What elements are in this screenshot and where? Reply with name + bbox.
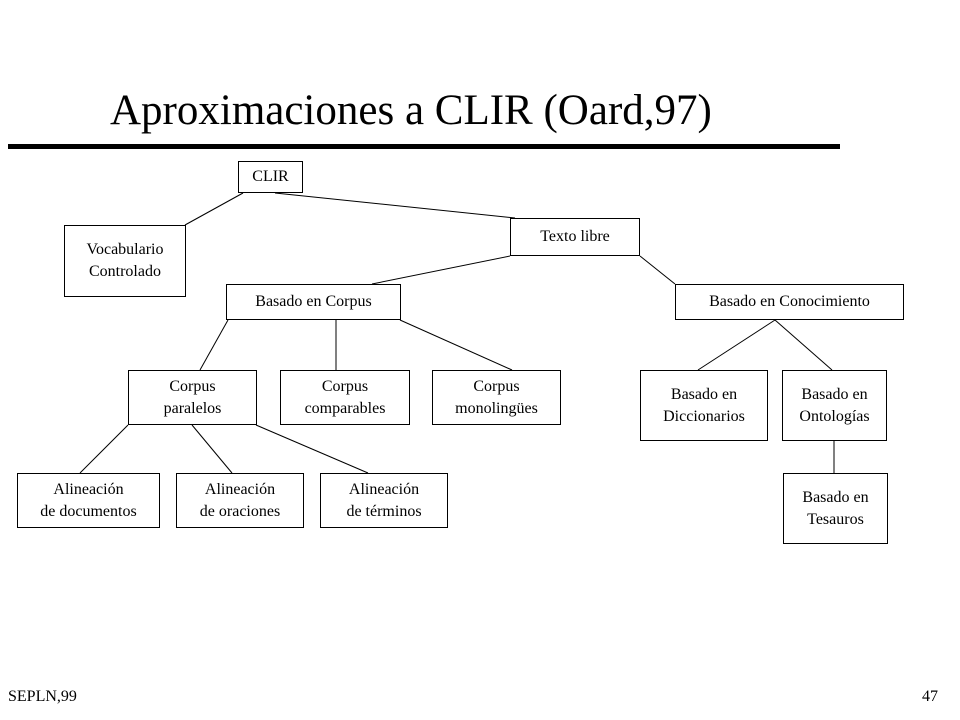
node-alorac-line2: de oraciones [199, 502, 281, 520]
node-conoc-line1: Basado en Conocimiento [709, 293, 870, 310]
edge-conoc-dicc [697, 319, 776, 371]
node-onto-line1: Basado en [801, 385, 868, 403]
node-alineacion-terminos: Alineación de términos [320, 473, 448, 528]
slide-title: Aproximaciones a CLIR (Oard,97) [110, 87, 712, 134]
node-monolingues-line2: monolingües [455, 399, 538, 417]
edge-corpus-paralelos [199, 319, 229, 371]
edge-texto-corpus [371, 255, 511, 285]
node-aldoc-line1: Alineación [53, 480, 124, 498]
node-alterm-line2: de términos [346, 502, 422, 520]
edge-corpus-monolingues [399, 319, 513, 371]
edge-clir-texto [274, 192, 516, 219]
footer-conference: SEPLN,99 [8, 688, 77, 705]
node-corpus-comparables: Corpus comparables [280, 370, 410, 425]
node-clir-line1: CLIR [252, 168, 289, 185]
node-alterm-line1: Alineación [348, 480, 420, 498]
node-tesauros-line1: Basado en [802, 488, 869, 506]
node-dicc-line1: Basado en [670, 385, 738, 403]
title-underline [8, 144, 840, 149]
node-vocabulario-controlado: Vocabulario Controlado [64, 225, 186, 297]
node-corpus-monolingues: Corpus monolingües [432, 370, 561, 425]
edge-conoc-onto [774, 319, 833, 371]
node-basado-tesauros: Basado en Tesauros [783, 473, 888, 544]
node-alineacion-documentos: Alineación de documentos [17, 473, 160, 528]
node-vocab-line2: Controlado [88, 263, 161, 280]
node-tesauros-line2: Tesauros [807, 510, 864, 528]
edge-clir-vocab [184, 192, 244, 226]
node-aldoc-line2: de documentos [40, 502, 137, 520]
node-basado-ontologias: Basado en Ontologías [782, 370, 887, 441]
node-clir: CLIR [238, 161, 303, 193]
edge-paralelos-aldoc [79, 424, 129, 474]
node-paralelos-line2: paralelos [163, 399, 222, 417]
node-texto-line1: Texto libre [540, 228, 610, 245]
node-comparables-line2: comparables [304, 399, 386, 417]
node-vocab-line1: Vocabulario [86, 241, 164, 258]
edge-texto-conoc [639, 255, 676, 285]
node-comparables-line1: Corpus [321, 377, 369, 395]
edge-paralelos-alterm [255, 424, 369, 474]
page-number: 47 [922, 688, 938, 705]
node-basado-diccionarios: Basado en Diccionarios [640, 370, 768, 441]
node-alorac-line1: Alineación [204, 480, 276, 498]
node-texto-libre: Texto libre [510, 218, 640, 256]
node-corpus-paralelos: Corpus paralelos [128, 370, 257, 425]
node-basado-corpus: Basado en Corpus [226, 284, 401, 320]
node-monolingues-line1: Corpus [473, 377, 520, 395]
node-onto-line2: Ontologías [799, 407, 870, 425]
edge-paralelos-alorac [191, 424, 233, 474]
node-paralelos-line1: Corpus [169, 377, 216, 395]
node-basado-conocimiento: Basado en Conocimiento [675, 284, 904, 320]
node-corpus-line1: Basado en Corpus [255, 293, 372, 310]
node-dicc-line2: Diccionarios [663, 407, 745, 425]
node-alineacion-oraciones: Alineación de oraciones [176, 473, 304, 528]
